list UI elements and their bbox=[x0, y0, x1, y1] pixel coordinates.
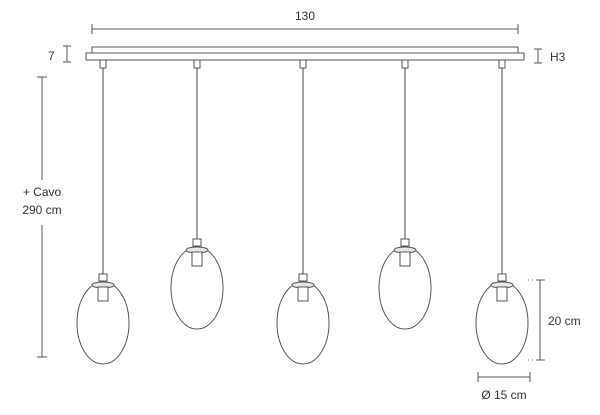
bulb-holder bbox=[297, 286, 309, 302]
bulb-holder bbox=[399, 251, 411, 267]
cable-label-line1: + Cavo bbox=[23, 185, 62, 199]
shade-height-label: 20 cm bbox=[548, 314, 581, 328]
socket-cap bbox=[98, 273, 108, 282]
bulb-holder bbox=[97, 286, 109, 302]
pendant-4 bbox=[378, 59, 432, 330]
width-dimension: 130 bbox=[91, 9, 519, 34]
socket-cap bbox=[497, 273, 507, 282]
socket-cap bbox=[192, 238, 202, 247]
shade-diameter-label: Ø 15 cm bbox=[481, 388, 526, 402]
socket-cap bbox=[400, 238, 410, 247]
cable-label-line2: 290 cm bbox=[22, 203, 61, 217]
cord-clip bbox=[498, 59, 506, 69]
pendants bbox=[76, 59, 529, 365]
cable-length-dimension: + Cavo 290 cm bbox=[22, 76, 62, 358]
canopy-depth-label: 7 bbox=[48, 49, 55, 63]
cord-clip bbox=[401, 59, 409, 69]
pendant-2 bbox=[170, 59, 224, 330]
bulb-holder bbox=[191, 251, 203, 267]
pendant-1 bbox=[76, 59, 130, 365]
socket-cap bbox=[298, 273, 308, 282]
canopy-height-dimension: H3 bbox=[534, 48, 566, 64]
cord-clip bbox=[99, 59, 107, 69]
canopy-height-label: H3 bbox=[550, 50, 566, 64]
pendant-5 bbox=[475, 59, 529, 365]
shade-height-dimension: 20 cm bbox=[528, 279, 581, 361]
canopy-depth-dimension: 7 bbox=[48, 45, 71, 63]
cord-clip bbox=[193, 59, 201, 69]
shade-diameter-dimension: Ø 15 cm bbox=[477, 372, 531, 402]
bulb-holder bbox=[496, 286, 508, 302]
ceiling-canopy bbox=[85, 46, 525, 61]
pendant-3 bbox=[276, 59, 330, 365]
cord-clip bbox=[299, 59, 307, 69]
width-label: 130 bbox=[295, 9, 315, 23]
